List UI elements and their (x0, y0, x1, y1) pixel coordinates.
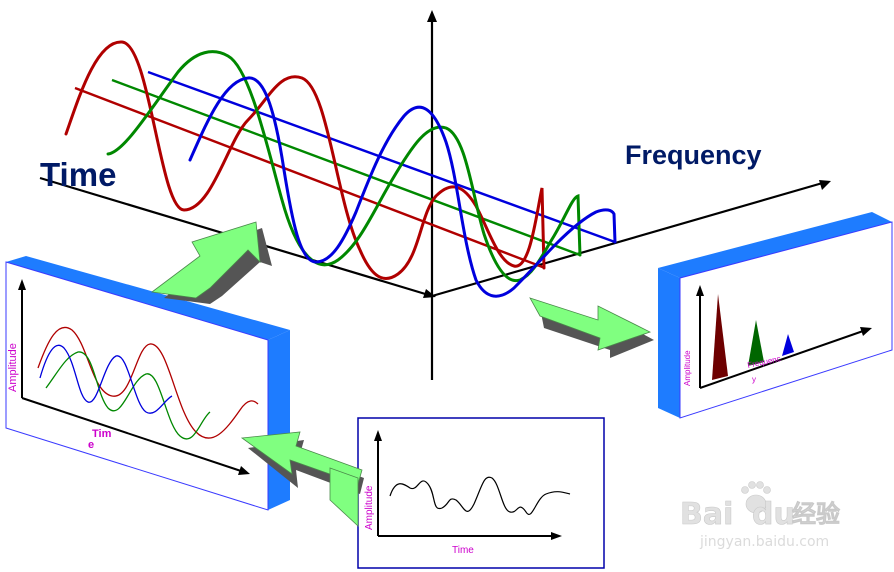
red-wave (64, 40, 546, 280)
right-panel-top-edge (658, 212, 892, 278)
watermark-brand-cn: 经验 (792, 500, 840, 528)
left-panel-x-arrowhead (238, 466, 250, 475)
left-panel-ylabel: Amplitude (7, 343, 19, 392)
left-panel-green-wave (45, 351, 211, 440)
baidu-watermark: Bai du 经验 jingyan.baidu.com (680, 481, 840, 550)
watermark-url: jingyan.baidu.com (699, 534, 829, 550)
green-spectrum-peak (748, 320, 764, 366)
right-panel-side-edge (658, 268, 680, 418)
right-spectrum-panel: Amplitude Frequenc y (658, 212, 893, 419)
left-time-panel: Amplitude Tim e (5, 256, 290, 511)
arrow-bottom-to-left-tail (329, 467, 359, 527)
left-panel-face (5, 261, 269, 511)
left-panel-blue-wave (39, 344, 173, 414)
watermark-brand-du: du (752, 497, 795, 532)
right-panel-y-arrowhead (696, 285, 704, 296)
red-spectrum-peak (712, 294, 728, 380)
watermark-paw-icon (741, 481, 771, 514)
bottom-signal-panel: Amplitude Time (357, 417, 605, 569)
left-panel-red-wave (37, 326, 259, 439)
left-panel-side-edge (268, 330, 290, 510)
frequency-label: Frequency (625, 140, 762, 170)
component-waves (64, 40, 617, 298)
left-panel-xlabel-1: Tim (92, 428, 112, 440)
combined-signal-wave (389, 476, 571, 515)
left-panel-top-edge (6, 256, 290, 340)
right-panel-x-axis (699, 329, 867, 389)
bottom-panel-xlabel: Time (452, 545, 474, 556)
blue-baseline (147, 70, 616, 244)
bottom-panel-ylabel: Amplitude (364, 485, 375, 530)
transition-arrows (150, 221, 654, 527)
right-panel-ylabel: Amplitude (683, 350, 692, 386)
bottom-panel-y-arrowhead (374, 430, 382, 441)
right-panel-xlabel-2: y (752, 375, 756, 384)
blue-wave (188, 76, 617, 298)
blue-spectrum-peak (782, 334, 794, 356)
time-label: Time (40, 156, 116, 193)
arrow-left-to-main (150, 221, 261, 299)
bottom-panel-x-arrowhead (551, 532, 562, 540)
right-panel-face (679, 221, 893, 419)
vertical-axis-arrowhead (427, 10, 437, 22)
frequency-axis-arrowhead (819, 180, 831, 190)
left-panel-y-arrowhead (18, 279, 26, 290)
arrow-main-to-right (529, 297, 652, 351)
watermark-brand-latin: Bai (680, 497, 733, 532)
left-panel-x-axis (21, 397, 245, 473)
right-panel-x-arrowhead (860, 327, 872, 336)
frequency-axis (431, 180, 827, 298)
left-panel-xlabel-2: e (88, 439, 94, 451)
time-axis-arrowhead (423, 289, 436, 298)
green-baseline (111, 78, 581, 257)
bottom-panel-frame (357, 417, 605, 569)
